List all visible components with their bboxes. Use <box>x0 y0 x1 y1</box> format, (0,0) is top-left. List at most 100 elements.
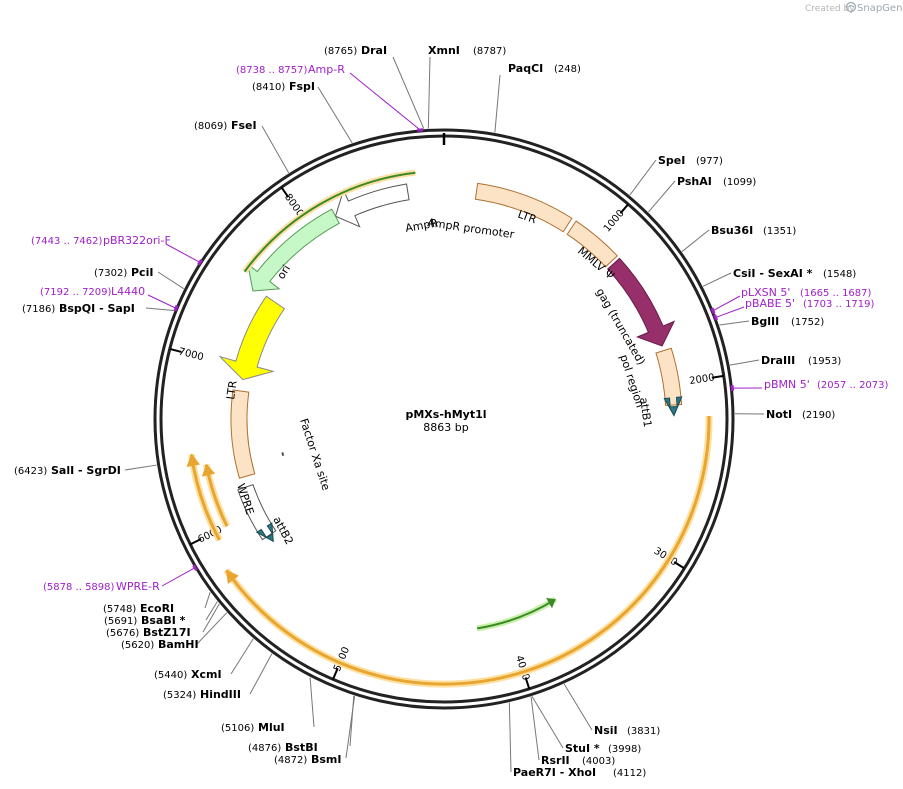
primer-name-pbr322ori-f: pBR322ori-F <box>103 234 171 247</box>
site-name-mlui: MluI <box>258 721 285 734</box>
site-leader-line <box>261 125 290 174</box>
primer-name-l4440: L4440 <box>111 285 145 298</box>
site-leader-line <box>719 320 750 326</box>
site-leader-line <box>249 653 273 695</box>
site-pos-stui: (3998) <box>608 744 641 755</box>
feature-label-factor-xa: Factor Xa site <box>297 417 333 492</box>
leader-lines <box>124 56 765 773</box>
feature-label-ampr: AmpR <box>404 216 439 235</box>
site-name-draiii: DraIII <box>761 354 795 367</box>
primer-name-pbabe: pBABE 5' <box>745 297 795 310</box>
feature-ltr-1 <box>474 182 573 233</box>
site-name-bstz17i: BstZ17I <box>143 626 191 639</box>
feature-label-ori: ori <box>275 263 294 282</box>
primer-leader-line <box>161 567 196 587</box>
site-leader-line <box>629 159 657 196</box>
primer-leader-line <box>712 295 741 312</box>
tick-label: 7000 <box>177 346 204 363</box>
site-name-noti: NotI <box>766 408 792 421</box>
site-name-pshai: PshAI <box>677 175 712 188</box>
site-name-paer7i-xhoi: PaeR7I - XhoI <box>513 766 596 779</box>
site-pos-sali-sgrdi: (6423) <box>14 466 47 477</box>
primer-range-pbmn: (2057 .. 2073) <box>817 380 889 391</box>
orf-myt1l <box>225 415 711 686</box>
primer-leader-line <box>715 306 745 318</box>
site-pos-spei: (977) <box>696 156 723 167</box>
site-pos-nsii: (3831) <box>627 726 660 737</box>
site-name-nsii: NsiI <box>594 724 618 737</box>
orf-myt1l-head <box>225 569 239 584</box>
plasmid-name: pMXs-hMyt1l <box>405 408 486 421</box>
site-pos-bsmi: (4872) <box>274 755 307 766</box>
primer-name-plxsn: pLXSN 5' <box>741 286 790 299</box>
primer-range-plxsn: (1665 .. 1687) <box>800 288 872 299</box>
site-pos-rsrii: (4003) <box>582 756 615 767</box>
site-name-rsrii: RsrII <box>541 754 570 767</box>
site-pos-paqci: (248) <box>554 64 581 75</box>
site-name-bstbi: BstBI <box>285 741 318 754</box>
site-leader-line <box>309 677 315 728</box>
site-leader-line <box>196 612 228 645</box>
site-name-bamhi: BamHI <box>158 638 199 651</box>
site-name-bspqi-sapi: BspQI - SapI <box>59 302 135 315</box>
site-leader-line <box>204 592 211 609</box>
plasmid-length: 8863 bp <box>423 421 468 434</box>
primer-range-pbr322ori-f: (7443 .. 7462) <box>31 236 103 247</box>
site-name-fspi: FspI <box>289 80 315 93</box>
site-leader-line <box>202 603 220 633</box>
site-name-ecori: EcoRI <box>140 602 174 615</box>
site-leader-line <box>145 307 175 312</box>
tick-mark <box>189 538 202 546</box>
feature-ltr-2 <box>230 389 256 479</box>
site-pos-pshai: (1099) <box>723 177 756 188</box>
site-pos-bsabi: (5691) <box>104 616 137 627</box>
site-pos-fsei: (8069) <box>194 121 227 132</box>
site-pos-ecori: (5748) <box>103 604 136 615</box>
primer-mark <box>173 305 179 312</box>
feature-factor-xa <box>281 452 285 457</box>
site-name-xmni: XmnI <box>428 44 460 57</box>
site-leader-line <box>563 683 593 731</box>
site-leader-line <box>124 464 157 471</box>
site-pos-bsu36i: (1351) <box>763 226 796 237</box>
features <box>186 169 713 688</box>
tick-mark <box>673 561 685 570</box>
site-leader-line <box>508 702 512 773</box>
site-name-sali-sgrdi: SalI - SgrDI <box>51 464 121 477</box>
primer-name-pbmn: pBMN 5' <box>764 378 810 391</box>
site-leader-line <box>392 56 425 129</box>
site-pos-bspqi-sapi: (7186) <box>22 304 55 315</box>
site-pos-csii-sexai: (1548) <box>823 269 856 280</box>
site-name-spei: SpeI <box>658 154 685 167</box>
site-pos-xcmi: (5440) <box>154 670 187 681</box>
site-pos-pcii: (7302) <box>94 268 127 279</box>
site-name-bsu36i: Bsu36I <box>711 224 753 237</box>
tick-mark <box>280 186 290 198</box>
primer-mark <box>192 564 198 571</box>
primer-name-amp-r: Amp-R <box>308 63 345 76</box>
orf-green-head <box>546 597 556 609</box>
primer-leader-line <box>165 243 201 263</box>
site-name-bglii: BglII <box>751 315 779 328</box>
feature-attb2 <box>255 522 274 543</box>
site-pos-drai: (8765) <box>324 46 357 57</box>
site-leader-line <box>530 696 540 761</box>
primer-name-wpre-r: WPRE-R <box>116 580 160 593</box>
orf-small-1-head <box>186 453 201 467</box>
site-leader-line <box>648 180 676 213</box>
site-name-bsmi: BsmI <box>311 753 342 766</box>
tick-mark <box>711 374 724 379</box>
site-leader-line <box>494 74 501 133</box>
site-name-paqci: PaqCI <box>508 62 543 75</box>
site-pos-bglii: (1752) <box>791 317 824 328</box>
site-leader-line <box>157 271 185 290</box>
feature-amp-promoter <box>334 183 410 228</box>
tick-mark <box>619 203 629 214</box>
primer-leader-line <box>147 294 177 309</box>
site-pos-paer7i-xhoi: (4112) <box>613 768 646 779</box>
site-name-hindiii: HindIII <box>200 688 241 701</box>
tick-label: 2000 <box>689 372 716 387</box>
feature-attb1 <box>663 396 683 417</box>
primer-range-wpre-r: (5878 .. 5898) <box>43 582 115 593</box>
